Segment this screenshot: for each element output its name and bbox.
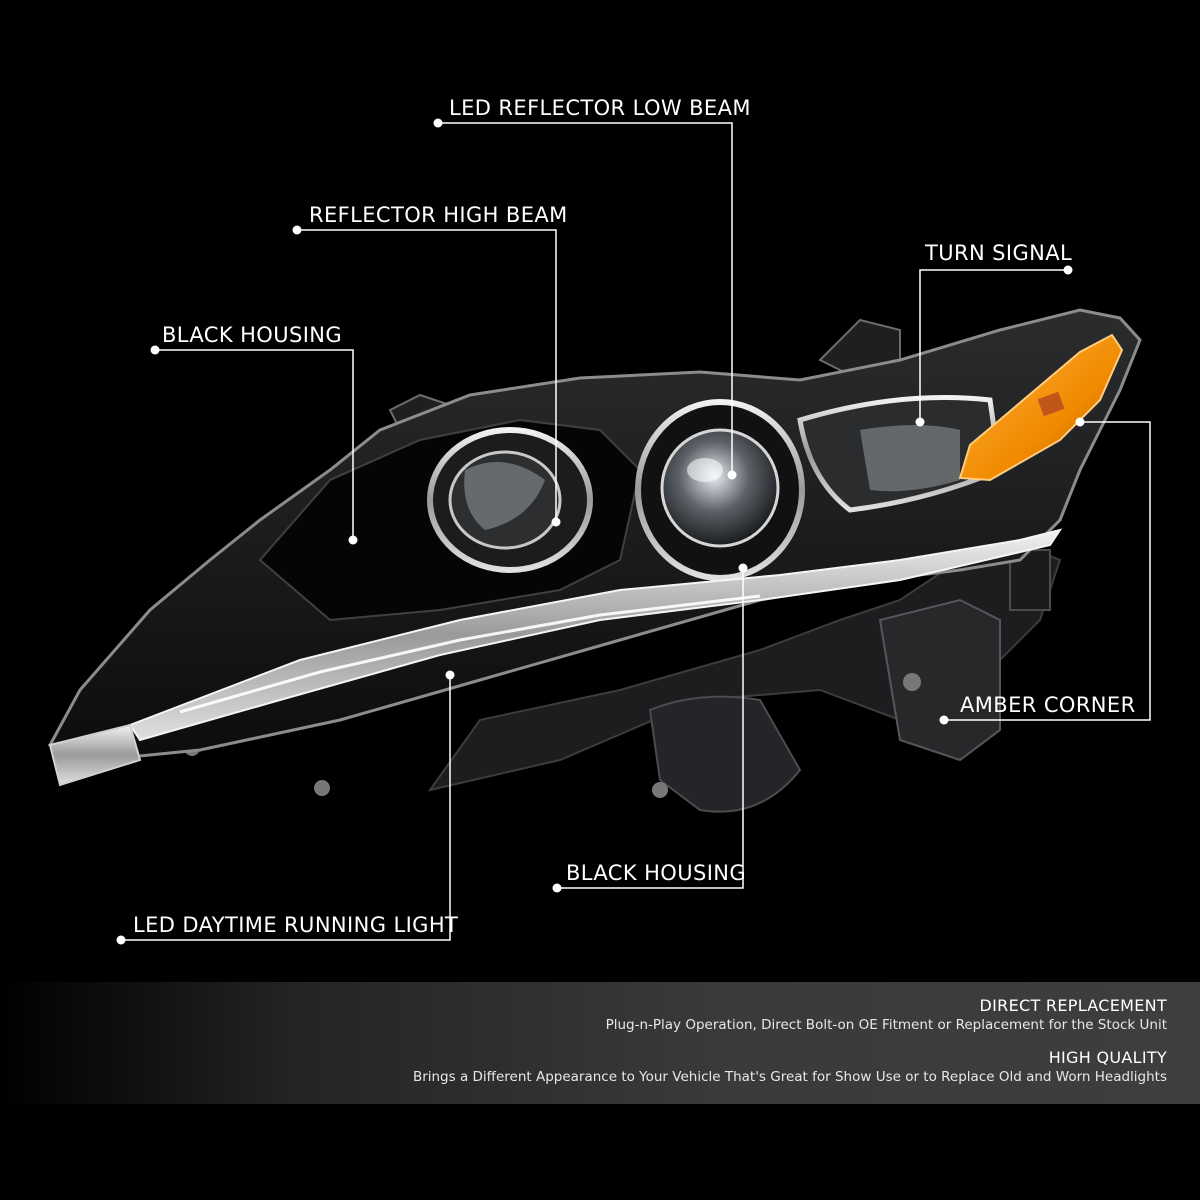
callout-reflector-high-beam: REFLECTOR HIGH BEAM xyxy=(309,203,568,227)
callout-dot xyxy=(150,345,160,355)
amber-corner-lens xyxy=(958,333,1124,482)
callout-dot xyxy=(551,517,561,527)
callout-dot xyxy=(116,935,126,945)
callout-dot xyxy=(433,118,443,128)
feature-title: HIGH QUALITY xyxy=(1048,1048,1167,1067)
feature-description: Brings a Different Appearance to Your Ve… xyxy=(412,1069,1167,1085)
callout-dot xyxy=(445,670,455,680)
callout-dot xyxy=(1075,417,1085,427)
callout-dot xyxy=(292,225,302,235)
callout-dot xyxy=(738,563,748,573)
callout-led-daytime-running-light: LED DAYTIME RUNNING LIGHT xyxy=(133,913,459,937)
callout-dot xyxy=(1063,265,1073,275)
drl-strip xyxy=(128,528,1063,742)
feature-direct-replacement: DIRECT REPLACEMENT Plug-n-Play Operation… xyxy=(606,996,1167,1034)
callout-amber-corner: AMBER CORNER xyxy=(960,693,1136,717)
callout-dot xyxy=(727,470,737,480)
callout-leader-lines xyxy=(121,122,1151,941)
callout-dot xyxy=(348,535,358,545)
callout-turn-signal: TURN SIGNAL xyxy=(925,241,1073,265)
callout-dot xyxy=(552,883,562,893)
feature-description: Plug-n-Play Operation, Direct Bolt-on OE… xyxy=(605,1017,1167,1033)
callout-black-housing-top: BLACK HOUSING xyxy=(162,323,343,347)
turn-signal-reflector xyxy=(797,395,1003,513)
reflector-high-beam xyxy=(427,427,593,573)
callout-dot xyxy=(915,417,925,427)
feature-high-quality: HIGH QUALITY Brings a Different Appearan… xyxy=(413,1048,1167,1086)
feature-banner: DIRECT REPLACEMENT Plug-n-Play Operation… xyxy=(0,982,1200,1104)
feature-title: DIRECT REPLACEMENT xyxy=(979,996,1167,1015)
callout-dots xyxy=(116,118,1085,945)
callout-black-housing-bottom: BLACK HOUSING xyxy=(566,861,747,885)
projector-low-beam xyxy=(635,399,805,581)
chrome-front-tip xyxy=(48,723,142,787)
callout-dot xyxy=(939,715,949,725)
callout-led-reflector-low-beam: LED REFLECTOR LOW BEAM xyxy=(449,96,751,120)
